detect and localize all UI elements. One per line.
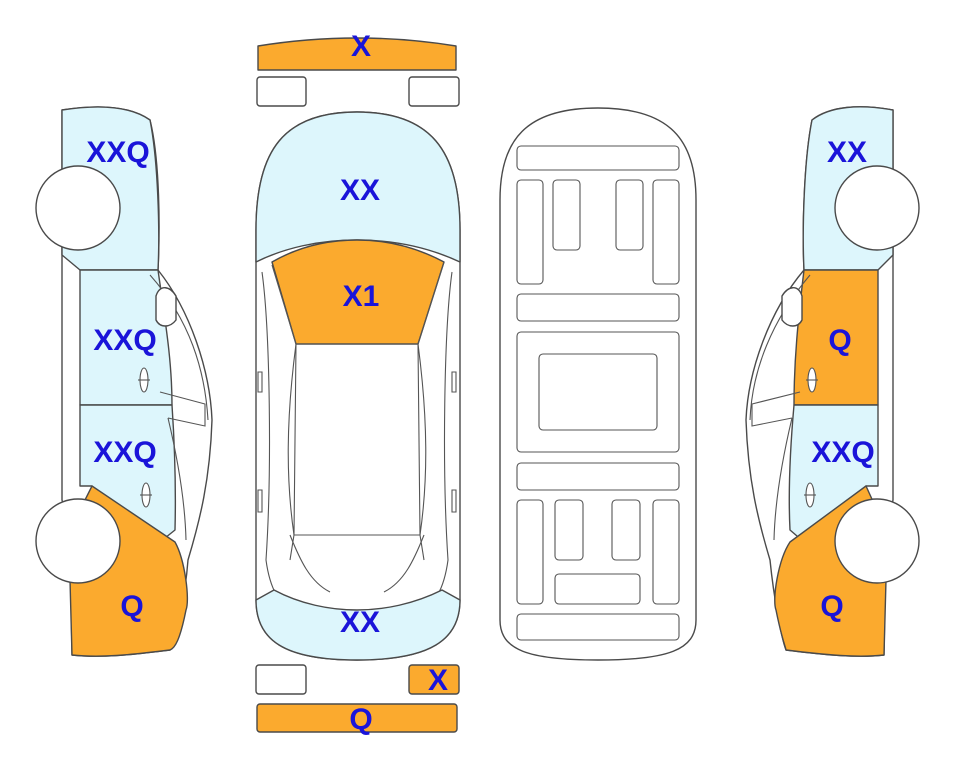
right-rear-window-line bbox=[773, 417, 793, 541]
underbody-panel-8 bbox=[652, 499, 680, 605]
right-side-mirror[interactable] bbox=[781, 287, 803, 327]
underbody-panel-9 bbox=[554, 573, 641, 605]
front-bumper[interactable] bbox=[257, 37, 457, 71]
left-headlight[interactable] bbox=[256, 76, 307, 107]
right-rear-quarter-label: Q bbox=[820, 590, 843, 623]
rear-window-top-line-2 bbox=[383, 534, 425, 593]
left-rear-wheel[interactable] bbox=[35, 498, 121, 584]
top-view: X XX X1 XX X Q bbox=[255, 30, 461, 736]
rear-window-top-line bbox=[289, 534, 331, 593]
underbody-panel-2 bbox=[552, 179, 581, 251]
left-rear-quarter-label: Q bbox=[120, 590, 143, 623]
underbody-bar-3 bbox=[516, 462, 680, 491]
underbody-bar-2 bbox=[516, 293, 680, 322]
left-rear-window-line bbox=[167, 417, 187, 541]
rear-bumper-label: Q bbox=[349, 703, 372, 736]
right-rear-wheel[interactable] bbox=[834, 498, 920, 584]
front-bumper-label: X bbox=[351, 30, 371, 63]
left-door-handle-top-2 bbox=[257, 489, 263, 513]
left-side-view: XXQ XXQ XXQ Q bbox=[35, 106, 213, 657]
underbody-panel-4 bbox=[652, 179, 680, 285]
left-front-door-label: XXQ bbox=[93, 324, 156, 357]
right-taillight[interactable] bbox=[408, 664, 460, 695]
right-front-door-label: Q bbox=[828, 324, 851, 357]
right-door-handle-top-2 bbox=[451, 489, 457, 513]
right-pillar-line bbox=[751, 391, 801, 427]
left-door-handle-top bbox=[257, 371, 263, 393]
rear-window[interactable] bbox=[255, 589, 461, 661]
rear-bumper[interactable] bbox=[256, 703, 458, 733]
underbody-panel-1 bbox=[516, 179, 544, 285]
left-rear-door-label: XXQ bbox=[93, 436, 156, 469]
left-side-line-inner bbox=[271, 264, 297, 561]
right-front-fender-label: XX bbox=[827, 136, 867, 169]
right-side-view: XX Q XXQ Q bbox=[745, 106, 920, 657]
windshield-label: X1 bbox=[343, 280, 380, 313]
underbody-panel-3 bbox=[615, 179, 644, 251]
right-side-line-inner bbox=[417, 261, 445, 561]
windshield[interactable] bbox=[271, 239, 445, 345]
right-taillight-label: X bbox=[428, 664, 448, 697]
left-pillar-line bbox=[159, 391, 206, 427]
underbody-front-bar bbox=[516, 145, 680, 171]
left-side-mirror[interactable] bbox=[155, 287, 177, 327]
underbody-panel-7 bbox=[611, 499, 641, 561]
right-rear-door-label: XXQ bbox=[811, 436, 874, 469]
underbody-view bbox=[499, 107, 697, 661]
underbody-panel-5 bbox=[516, 499, 544, 605]
hood-label: XX bbox=[340, 174, 380, 207]
underbody-panel-6 bbox=[554, 499, 584, 561]
left-front-wheel[interactable] bbox=[35, 165, 121, 251]
rear-window-label: XX bbox=[340, 606, 380, 639]
underbody-center-panel bbox=[538, 353, 658, 431]
underbody-rear-bar bbox=[516, 613, 680, 641]
right-front-wheel[interactable] bbox=[834, 165, 920, 251]
right-door-handle-top bbox=[451, 371, 457, 393]
right-headlight[interactable] bbox=[408, 76, 460, 107]
left-taillight[interactable] bbox=[255, 664, 307, 695]
left-front-fender-label: XXQ bbox=[86, 136, 149, 169]
